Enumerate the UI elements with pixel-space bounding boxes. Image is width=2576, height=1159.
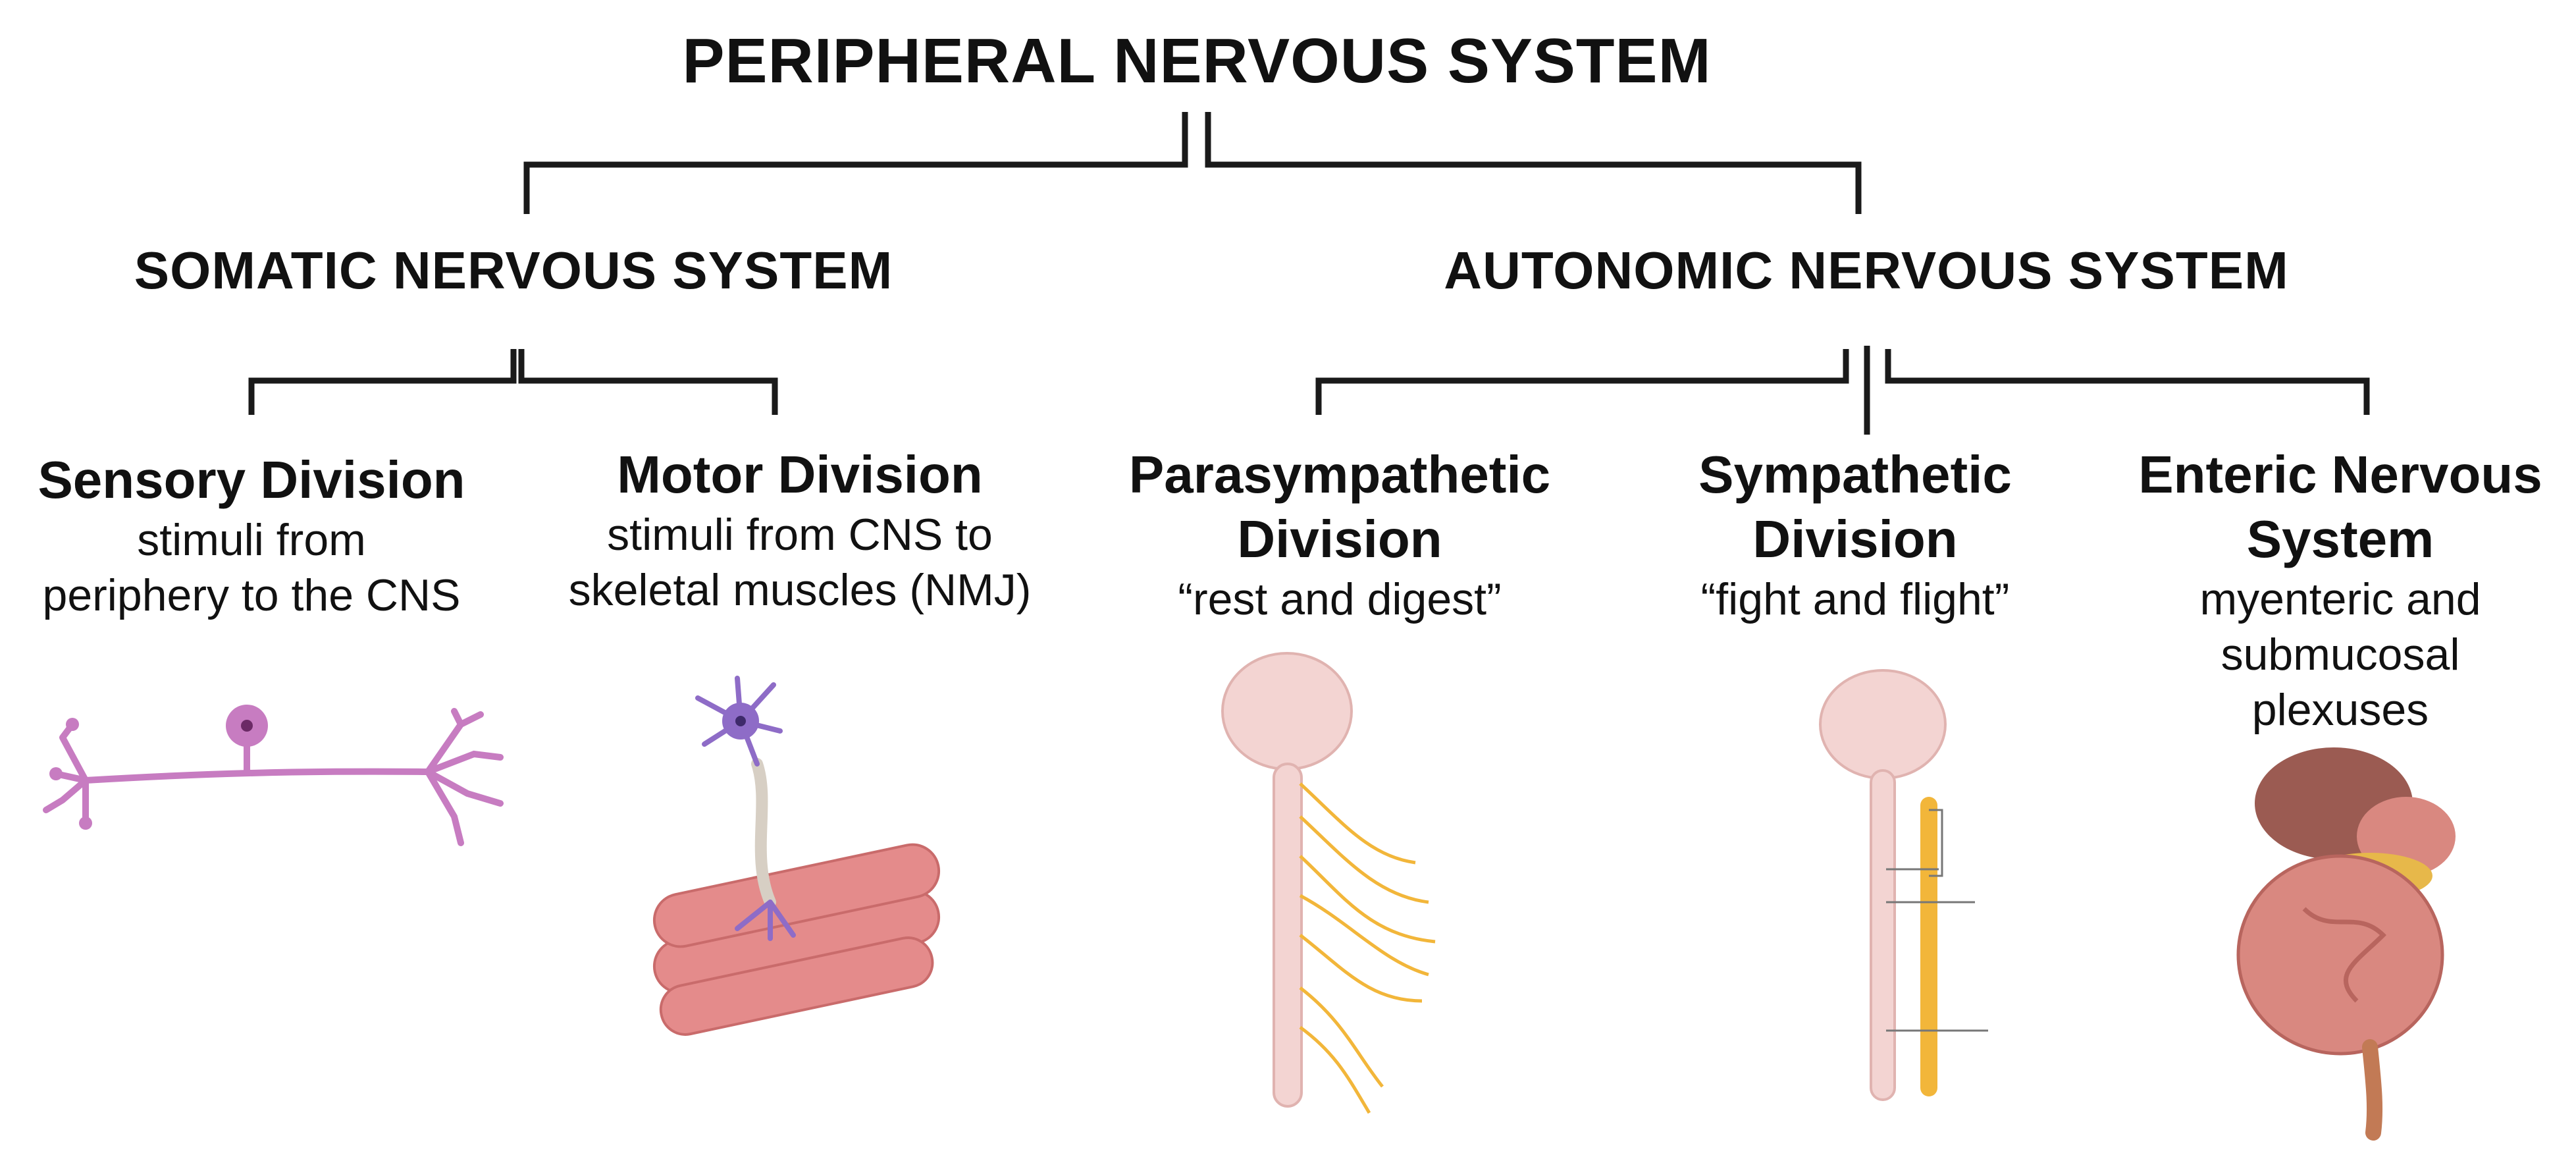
sensory-desc-line-2: periphery to the CNS bbox=[42, 570, 461, 620]
enteric-gut-icon bbox=[2236, 747, 2456, 1141]
pns-left-bracket bbox=[523, 112, 1188, 214]
sensory-desc-line-1: stimuli from bbox=[137, 515, 366, 565]
enteric-title-line-2: System bbox=[2246, 510, 2434, 568]
enteric-division-label: Enteric Nervous System myenteric and sub… bbox=[2138, 443, 2542, 738]
somatic-left-bracket bbox=[248, 349, 517, 415]
sympathetic-brain-spine-icon bbox=[1819, 669, 1988, 1101]
sensory-title: Sensory Division bbox=[38, 450, 465, 509]
motor-desc-line-2: skeletal muscles (NMJ) bbox=[568, 565, 1032, 615]
parasympathetic-desc: “rest and digest” bbox=[1178, 574, 1502, 624]
parasympathetic-division-label: Parasympathetic Division “rest and diges… bbox=[1129, 443, 1550, 627]
enteric-desc-line-1: myenteric and bbox=[2199, 574, 2481, 624]
motor-desc-line-1: stimuli from CNS to bbox=[607, 510, 993, 560]
autonomic-right-bracket bbox=[1885, 349, 2370, 415]
page-title: PERIPHERAL NERVOUS SYSTEM bbox=[682, 26, 1712, 96]
somatic-right-bracket bbox=[518, 349, 778, 415]
somatic-heading: SOMATIC NERVOUS SYSTEM bbox=[134, 241, 893, 300]
motor-title: Motor Division bbox=[617, 445, 983, 504]
parasympathetic-title-line-2: Division bbox=[1237, 510, 1442, 568]
sensory-division-label: Sensory Division stimuli from periphery … bbox=[38, 448, 465, 623]
sympathetic-desc: “fight and flight” bbox=[1700, 574, 2010, 624]
muscle-fibers bbox=[652, 843, 941, 1036]
sympathetic-title-line-2: Division bbox=[1752, 510, 1958, 568]
enteric-desc-line-2: submucosal bbox=[2221, 630, 2460, 680]
parasympathetic-brain-spine-icon bbox=[1221, 652, 1436, 1114]
pns-right-bracket bbox=[1205, 112, 1862, 214]
sympathetic-title-line-1: Sympathetic bbox=[1698, 445, 2012, 504]
motor-division-label: Motor Division stimuli from CNS to skele… bbox=[569, 443, 1032, 618]
enteric-title-line-1: Enteric Nervous bbox=[2138, 445, 2542, 504]
autonomic-heading: AUTONOMIC NERVOUS SYSTEM bbox=[1444, 241, 2289, 300]
sensory-neuron-icon bbox=[43, 705, 504, 846]
autonomic-left-bracket bbox=[1315, 349, 1849, 415]
motor-neuron-muscle-icon bbox=[652, 676, 941, 1036]
sympathetic-division-label: Sympathetic Division “fight and flight” bbox=[1698, 443, 2012, 627]
enteric-desc-line-3: plexuses bbox=[2251, 685, 2429, 735]
parasympathetic-title-line-1: Parasympathetic bbox=[1128, 445, 1551, 504]
